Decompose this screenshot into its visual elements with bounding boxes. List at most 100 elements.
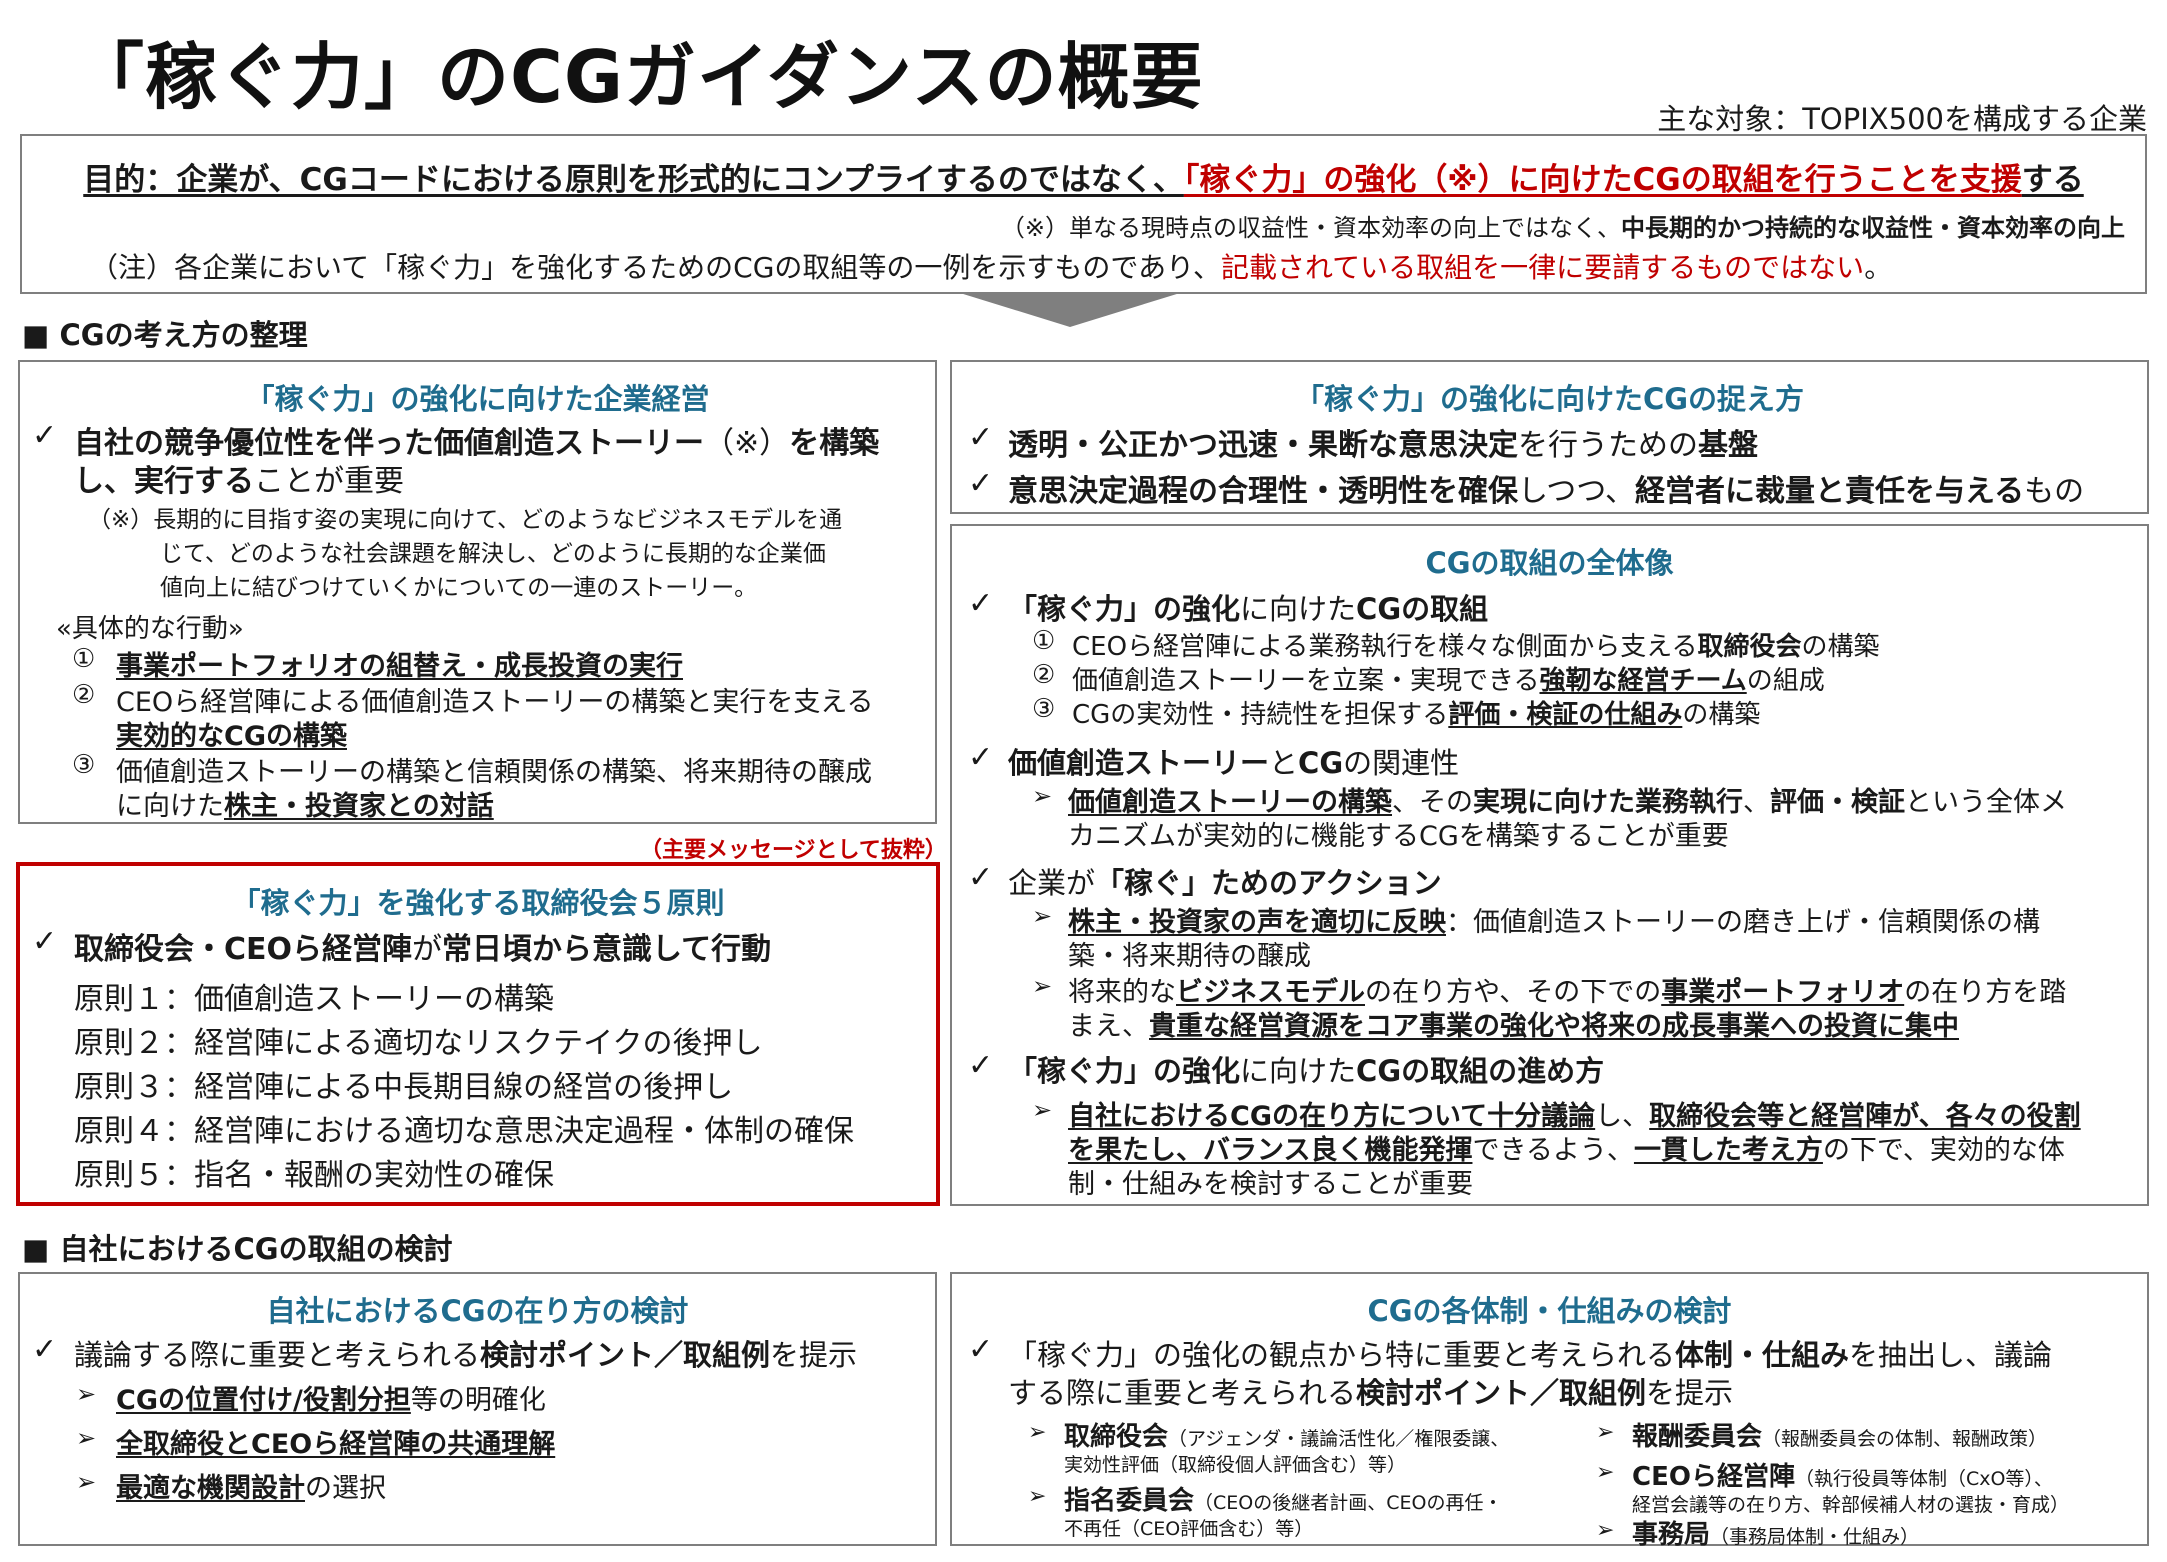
action-2b: 実効的なCGの構築 [116,721,347,752]
systems-line2: する際に重要と考えられる検討ポイント／取組例を提示 [1008,1376,1734,1410]
own-cg-heading: 自社におけるCGの在り方の検討 [266,1294,689,1328]
arrow-bullet-icon: ➢ [1028,1484,1047,1509]
check-icon: ✓ [968,466,994,501]
principle-4: 原則４：経営陣における適切な意思決定過程・体制の確保 [74,1114,854,1149]
check-icon: ✓ [32,924,58,959]
footnote-bold: 中長期的かつ持続的な収益性・資本効率の向上 [1621,214,2125,242]
management-line1: 自社の競争優位性を伴った価値創造ストーリー（※）を構築 [74,426,880,461]
check-icon: ✓ [968,740,994,775]
purpose-footnote: （※）単なる現時点の収益性・資本効率の向上ではなく、中長期的かつ持続的な収益性・… [1001,208,2125,243]
check-icon: ✓ [968,860,994,895]
arrow-bullet-icon: ➢ [1028,1420,1047,1445]
systems-secretariat: 事務局（事務局体制・仕組み） [1632,1520,1920,1550]
purpose-highlight: 「稼ぐ力」の強化（※）に向けたCGの取組を行うことを支援 [1183,162,2022,198]
principle-3: 原則３：経営陣による中長期目線の経営の後押し [74,1070,734,1105]
overall-c1: 株主・投資家の声を適切に反映：価値創造ストーリーの磨き上げ・信頼関係の構 [1068,907,2040,938]
action-3-number: ③ [72,750,96,780]
overall-s3-number: ③ [1032,694,1056,724]
overall-r1-cont: カニズムが実効的に機能するCGを構築することが重要 [1068,821,1729,852]
action-2: CEOら経営陣による価値創造ストーリーの構築と実行を支える [116,687,874,718]
purpose-box: 目的：企業が、CGコードにおける原則を形式的にコンプライするのではなく、「稼ぐ力… [20,134,2147,294]
systems-ceo-cont: 経営会議等の在り方、幹部候補人材の選抜・育成） [1632,1494,2070,1516]
overall-c1-cont: 築・将来期待の醸成 [1068,941,1311,972]
action-3b: に向けた株主・投資家との対話 [116,791,494,822]
overall-c2: 将来的なビジネスモデルの在り方や、その下での事業ポートフォリオの在り方を踏 [1068,977,2067,1008]
overall-d1: 自社におけるCGの在り方について十分議論し、取締役会等と経営陣が、各々の役割 [1068,1101,2081,1132]
principles-box: 「稼ぐ力」を強化する取締役会５原則 ✓ 取締役会・CEOら経営陣が常日頃から意識… [16,862,940,1206]
page-title: 「稼ぐ力」のCGガイダンスの概要 [72,35,1204,119]
caution-text: （注）各企業において「稼ぐ力」を強化するためのCGの取組等の一例を示すものであり… [90,251,1222,284]
cg-view-line1: 透明・公正かつ迅速・果断な意思決定を行うための基盤 [1008,428,1758,463]
cg-view-line2: 意思決定過程の合理性・透明性を確保しつつ、経営者に裁量と責任を与えるもの [1008,474,2085,509]
check-icon: ✓ [968,420,994,455]
purpose-statement: 目的：企業が、CGコードにおける原則を形式的にコンプライするのではなく、「稼ぐ力… [22,154,2145,199]
arrow-bullet-icon: ➢ [1596,1420,1615,1445]
overall-s1: CEOら経営陣による業務執行を様々な側面から支える取締役会の構築 [1072,632,1880,662]
own-cg-item1: CGの位置付け/役割分担等の明確化 [116,1385,546,1416]
check-icon: ✓ [968,586,994,621]
cg-view-box: 「稼ぐ力」の強化に向けたCGの捉え方 ✓ 透明・公正かつ迅速・果断な意思決定を行… [950,360,2149,514]
arrow-bullet-icon: ➢ [1032,972,1053,1000]
arrow-bullet-icon: ➢ [76,1424,97,1452]
principles-lead: 取締役会・CEOら経営陣が常日頃から意識して行動 [74,932,772,967]
action-1-number: ① [72,644,96,674]
overall-r1: 価値創造ストーリーの構築、その実現に向けた業務執行、評価・検証という全体メ [1068,787,2067,818]
arrow-bullet-icon: ➢ [76,1468,97,1496]
overall-s2: 価値創造ストーリーを立案・実現できる強靭な経営チームの組成 [1072,666,1825,696]
caution-highlight: 記載されている取組を一律に要請するものではない [1221,251,1865,284]
management-box: 「稼ぐ力」の強化に向けた企業経営 ✓ 自社の競争優位性を伴った価値創造ストーリー… [18,360,937,824]
check-icon: ✓ [968,1332,994,1367]
check-icon: ✓ [32,1332,58,1367]
principle-2: 原則２：経営陣による適切なリスクテイクの後押し [74,1026,763,1061]
check-icon: ✓ [32,418,58,453]
purpose-text: 目的：企業が、CGコードにおける原則を形式的にコンプライするのではなく、 [83,162,1184,198]
arrow-bullet-icon: ➢ [1032,902,1053,930]
systems-board: 取締役会（アジェンダ・議論活性化／権限委譲、 [1064,1422,1510,1452]
systems-line1: 「稼ぐ力」の強化の観点から特に重要と考えられる体制・仕組みを抽出し、議論 [1008,1338,2053,1372]
purpose-caution: （注）各企業において「稼ぐ力」を強化するためのCGの取組等の一例を示すものであり… [90,246,1892,286]
arrow-bullet-icon: ➢ [1032,1096,1053,1124]
cg-overall-heading: CGの取組の全体像 [1425,546,1674,580]
overall-c2-cont: まえ、貴重な経営資源をコア事業の強化や将来の成長事業への投資に集中 [1068,1011,1959,1042]
principle-1: 原則１：価値創造ストーリーの構築 [74,982,554,1017]
overall-topic3: 企業が「稼ぐ」ためのアクション [1008,866,1442,900]
overall-s1-number: ① [1032,626,1056,656]
overall-d1-cont: を果たし、バランス良く機能発揮できるよう、一貫した考え方の下で、実効的な体 [1068,1135,2065,1166]
overall-topic4: 「稼ぐ力」の強化に向けたCGの取組の進め方 [1008,1054,1605,1088]
arrow-bullet-icon: ➢ [1596,1460,1615,1485]
purpose-text-end: する [2021,162,2084,198]
action-1: 事業ポートフォリオの組替え・成長投資の実行 [116,651,683,682]
arrow-bullet-icon: ➢ [1596,1518,1615,1543]
management-note1: （※）長期的に目指す姿の実現に向けて、どのようなビジネスモデルを通 [88,507,843,533]
overall-topic2: 価値創造ストーリーとCGの関連性 [1008,746,1460,780]
check-icon: ✓ [968,1048,994,1083]
action-3: 価値創造ストーリーの構築と信頼関係の構築、将来期待の醸成 [116,757,872,788]
overall-topic1: 「稼ぐ力」の強化に向けたCGの取組 [1008,592,1489,626]
own-cg-line1: 議論する際に重要と考えられる検討ポイント／取組例を提示 [74,1338,858,1372]
cg-systems-heading: CGの各体制・仕組みの検討 [1367,1294,1732,1328]
cg-systems-box: CGの各体制・仕組みの検討 ✓ 「稼ぐ力」の強化の観点から特に重要と考えられる体… [950,1272,2149,1550]
systems-board-cont: 実効性評価（取締役個人評価含む）等） [1064,1454,1407,1476]
management-heading: 「稼ぐ力」の強化に向けた企業経営 [245,382,710,416]
systems-compensation: 報酬委員会（報酬委員会の体制、報酬政策） [1632,1422,2048,1452]
footnote-text: （※）単なる現時点の収益性・資本効率の向上ではなく、 [1000,214,1621,242]
own-cg-item2: 全取締役とCEOら経営陣の共通理解 [116,1429,556,1460]
overall-s2-number: ② [1032,660,1056,690]
action-2-number: ② [72,680,96,710]
systems-nomination-cont: 不再任（CEO評価含む）等） [1064,1518,1314,1540]
caution-end: 。 [1864,251,1893,284]
cg-overall-box: CGの取組の全体像 ✓ 「稼ぐ力」の強化に向けたCGの取組 ① CEOら経営陣に… [950,524,2149,1206]
principles-heading: 「稼ぐ力」を強化する取締役会５原則 [231,886,725,920]
arrow-bullet-icon: ➢ [76,1380,97,1408]
arrow-bullet-icon: ➢ [1032,782,1053,810]
section-header-own-cg: ■ 自社におけるCGの取組の検討 [22,1232,453,1266]
systems-nomination: 指名委員会（CEOの後継者計画、CEOの再任・ [1064,1486,1503,1516]
section-header-cg-concept: ■ CGの考え方の整理 [22,318,308,352]
own-cg-box: 自社におけるCGの在り方の検討 ✓ 議論する際に重要と考えられる検討ポイント／取… [18,1272,937,1546]
management-note2: じて、どのような社会課題を解決し、どのように長期的な企業価 [160,541,826,567]
overall-d1-cont2: 制・仕組みを検討することが重要 [1068,1169,1473,1200]
overall-s3: CGの実効性・持続性を担保する評価・検証の仕組みの構築 [1072,700,1761,730]
own-cg-item3: 最適な機関設計の選択 [116,1473,386,1504]
actions-label: «具体的な行動» [56,614,244,644]
management-note3: 値向上に結びつけていくかについての一連のストーリー。 [160,575,758,601]
